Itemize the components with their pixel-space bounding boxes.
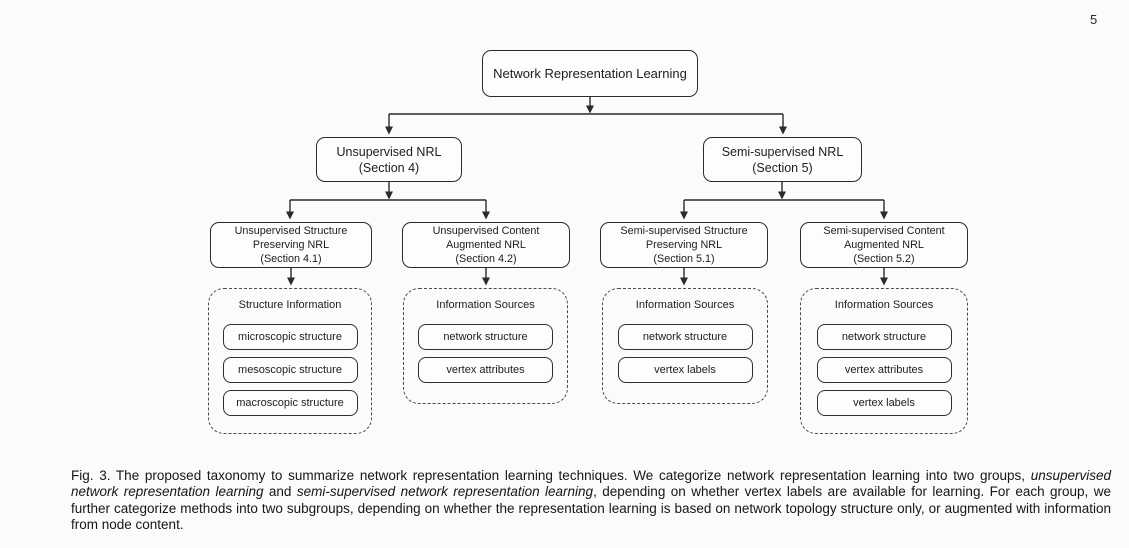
- caption-text: , depending on whether vertex labels are…: [71, 484, 1111, 533]
- caption-italic-unsupervised: unsupervised network representation lear…: [71, 468, 1111, 500]
- taxonomy-leaf-item: network structure: [816, 324, 952, 350]
- taxonomy-leaf-item: microscopic structure: [222, 324, 358, 350]
- caption-italic-semi-supervised: semi-supervised network representation l…: [296, 484, 594, 500]
- page-number: 5: [1090, 12, 1098, 27]
- group-information-sources-semi-content: Information Sources network structure ve…: [800, 288, 968, 434]
- node-network-representation-learning: Network Representation Learning: [482, 50, 698, 97]
- node-unsupervised-nrl: Unsupervised NRL (Section 4): [316, 137, 462, 182]
- taxonomy-leaf-item: vertex labels: [617, 357, 753, 383]
- taxonomy-leaf-item: macroscopic structure: [222, 390, 358, 416]
- group-title: Structure Information: [238, 299, 342, 311]
- node-unsupervised-structure-preserving-nrl: Unsupervised Structure Preserving NRL (S…: [210, 222, 372, 268]
- caption-text: and: [263, 484, 297, 500]
- taxonomy-leaf-item: vertex attributes: [418, 357, 553, 383]
- group-title: Information Sources: [635, 299, 735, 311]
- group-information-sources-unsup-content: Information Sources network structure ve…: [403, 288, 568, 404]
- caption-text: Fig. 3. The proposed taxonomy to summari…: [71, 468, 1031, 483]
- group-information-sources-semi-structure: Information Sources network structure ve…: [602, 288, 768, 404]
- taxonomy-leaf-item: vertex labels: [816, 390, 952, 416]
- node-semi-supervised-structure-preserving-nrl: Semi-supervised Structure Preserving NRL…: [600, 222, 768, 268]
- node-semi-supervised-content-augmented-nrl: Semi-supervised Content Augmented NRL (S…: [800, 222, 968, 268]
- taxonomy-leaf-item: mesoscopic structure: [222, 357, 358, 383]
- taxonomy-leaf-item: network structure: [617, 324, 753, 350]
- taxonomy-leaf-item: vertex attributes: [816, 357, 952, 383]
- taxonomy-leaf-item: network structure: [418, 324, 553, 350]
- node-unsupervised-content-augmented-nrl: Unsupervised Content Augmented NRL (Sect…: [402, 222, 570, 268]
- group-title: Information Sources: [834, 299, 934, 311]
- group-title: Information Sources: [436, 299, 535, 311]
- node-semi-supervised-nrl: Semi-supervised NRL (Section 5): [703, 137, 862, 182]
- group-structure-information: Structure Information microscopic struct…: [208, 288, 372, 434]
- figure-caption: Fig. 3. The proposed taxonomy to summari…: [71, 468, 1111, 534]
